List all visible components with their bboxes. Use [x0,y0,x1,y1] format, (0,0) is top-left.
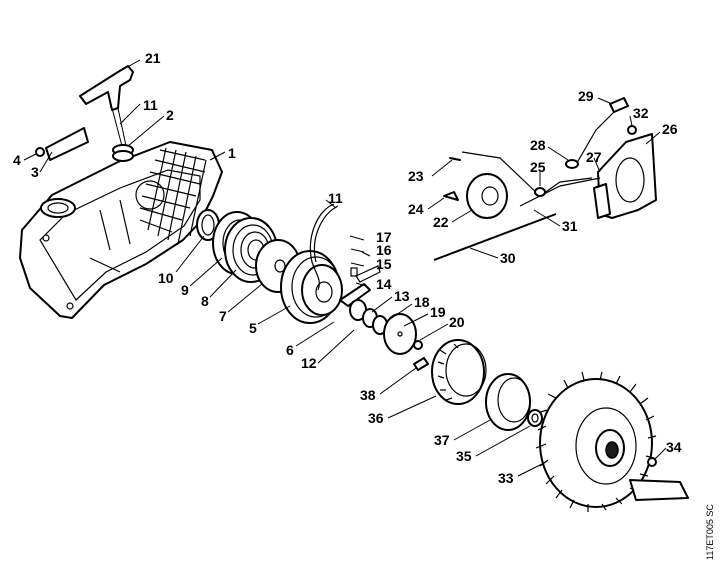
callout-28: 28 [530,137,546,153]
callout-12: 12 [301,355,317,371]
screw-23 [449,157,461,161]
callout-2: 2 [166,107,174,123]
callout-13: 13 [394,288,410,304]
screw-4 [35,147,45,157]
rope-rotor [280,250,343,324]
drawing-code: 117ET005 SC [705,504,715,560]
callout-21: 21 [145,50,161,66]
callout-20: 20 [449,314,465,330]
ignition-lead-30 [433,111,615,261]
callout-15: 15 [376,256,392,272]
callout-37: 37 [434,432,450,448]
boot-28 [565,159,579,169]
contact-breaker-22 [466,173,508,219]
callout-4: 4 [13,152,21,168]
starter-rope [309,203,339,291]
callout-18: 18 [414,294,430,310]
nut-35 [527,409,543,427]
callout-32: 32 [633,105,649,121]
callout-34: 34 [666,439,682,455]
callout-labels: 21 11 2 4 3 1 11 10 9 8 7 5 6 17 16 15 1… [13,50,682,486]
name-plate [45,127,89,161]
key-34 [629,457,689,501]
screw-38 [413,357,429,371]
callout-5: 5 [249,320,257,336]
callout-35: 35 [456,448,472,464]
callout-17: 17 [376,229,392,245]
callout-10: 10 [158,270,174,286]
callout-26: 26 [662,121,678,137]
spring-clip-20 [413,340,423,350]
spring-32 [627,125,637,135]
callout-23: 23 [408,168,424,184]
clutch-drum-36 [431,339,487,405]
callout-29: 29 [578,88,594,104]
callout-3: 3 [31,164,39,180]
ignition-module-26 [593,133,657,219]
callout-24: 24 [408,201,424,217]
callout-11-lower: 11 [328,190,343,206]
rope-guide-bushing [112,144,134,162]
callout-38: 38 [360,387,376,403]
callout-8: 8 [201,293,209,309]
clip-25 [534,187,546,197]
screw-24 [443,191,459,201]
callout-31: 31 [562,218,578,234]
starter-grip-handle [79,65,134,147]
callout-9: 9 [181,282,189,298]
pawl-assembly [339,251,381,307]
flywheel-33 [535,371,657,512]
callout-25: 25 [530,159,546,175]
callout-7: 7 [219,308,227,324]
callout-1: 1 [228,145,236,161]
callout-36: 36 [368,410,384,426]
clutch-shoe-ring-37 [485,373,531,431]
callout-22: 22 [433,214,449,230]
callout-30: 30 [500,250,516,266]
callout-33: 33 [498,470,514,486]
callout-19: 19 [430,304,446,320]
callout-11-upper: 11 [143,97,158,113]
callout-14: 14 [376,276,392,292]
starter-housing [19,141,223,319]
callout-16: 16 [376,242,392,258]
callout-27: 27 [586,149,602,165]
spark-plug-cap-29 [609,97,629,113]
callout-6: 6 [286,342,294,358]
leader-lines [23,59,667,477]
